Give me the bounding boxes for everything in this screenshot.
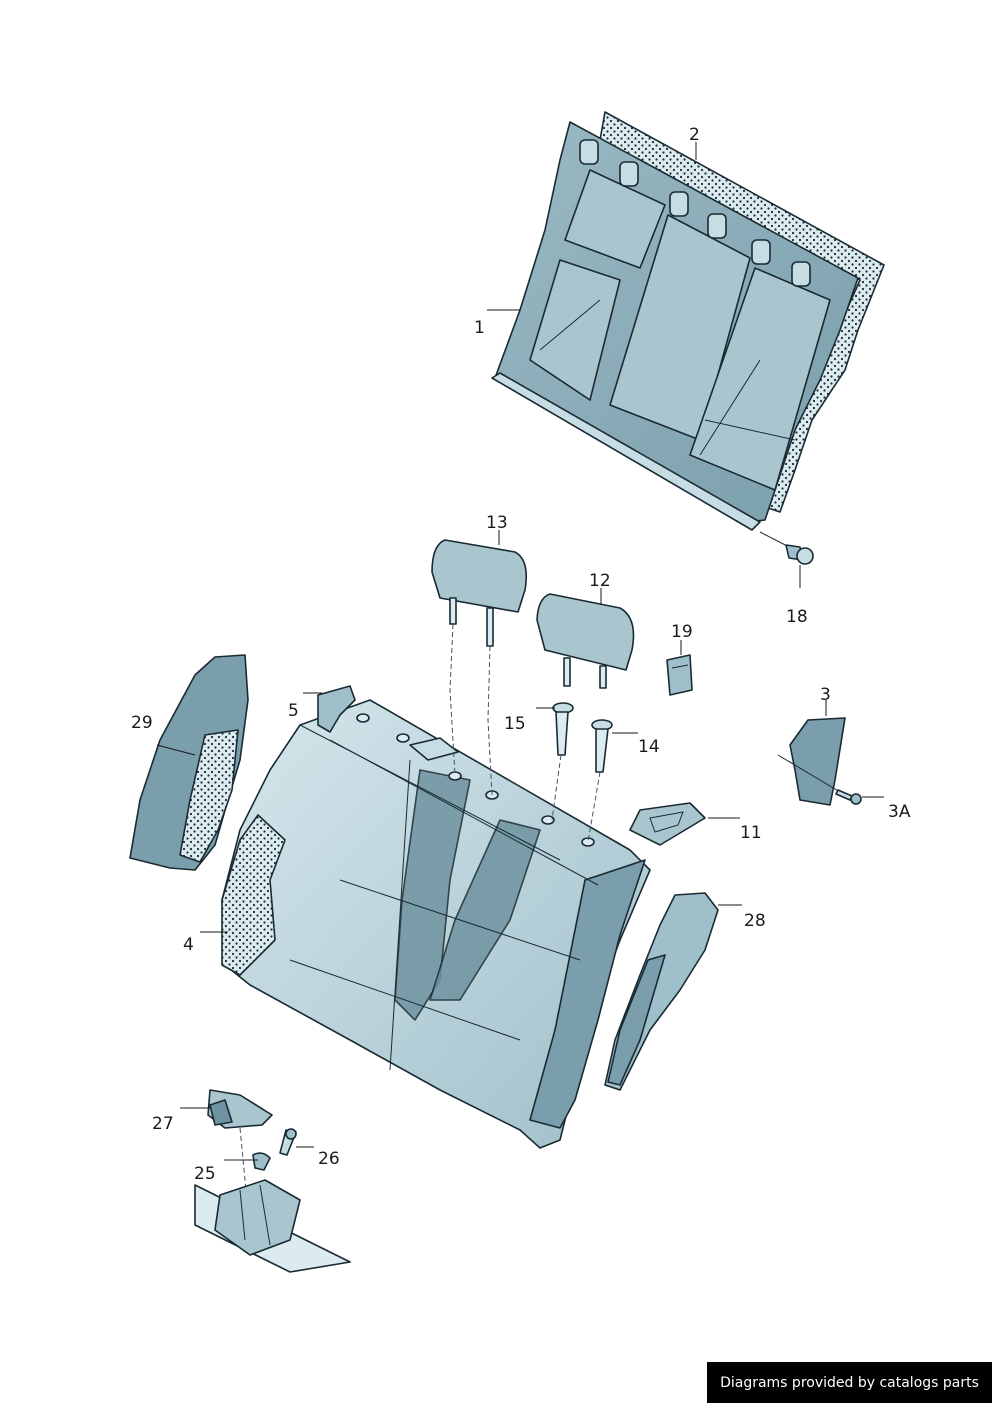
- callout-5: 5: [288, 701, 299, 721]
- callout-15: 15: [504, 714, 526, 734]
- callout-19: 19: [671, 622, 693, 642]
- callout-3A: 3A: [888, 802, 911, 822]
- backrest-frame-part-1: [491, 121, 859, 531]
- callout-12: 12: [589, 571, 611, 591]
- screw-part-26: [279, 1128, 297, 1156]
- clip-part-19: [666, 654, 693, 696]
- callout-3: 3: [820, 685, 831, 705]
- side-bolster-part-29: [129, 654, 249, 871]
- callout-27: 27: [152, 1114, 174, 1134]
- headrest-part-12: [536, 593, 635, 689]
- side-bolster-part-28: [604, 892, 719, 1091]
- clip-part-25: [252, 1152, 271, 1171]
- callout-28: 28: [744, 911, 766, 931]
- callout-14: 14: [638, 737, 660, 757]
- callout-labels: 2 1 3 3A 4 5 11 12 13 14 15 18 19 25 26 …: [131, 125, 911, 1184]
- backrest-cushion-part-4: [221, 699, 651, 1149]
- hinge-cover-part-27: [207, 1089, 273, 1191]
- callout-25: 25: [194, 1164, 216, 1184]
- diagram-credit-banner: Diagrams provided by catalogs parts: [707, 1362, 992, 1403]
- guide-sleeve-part-15: [551, 702, 574, 821]
- headrest-part-13: [431, 539, 528, 796]
- guide-sleeve-part-14: [587, 719, 613, 843]
- bolt-part-18: [759, 531, 814, 565]
- callout-1: 1: [474, 318, 485, 338]
- floor-bracket: [194, 1179, 351, 1273]
- leader-lines: [156, 142, 884, 1161]
- callout-29: 29: [131, 713, 153, 733]
- diagram-credit-text: Diagrams provided by catalogs parts: [720, 1374, 979, 1391]
- cover-part-11: [629, 802, 706, 846]
- callout-18: 18: [786, 607, 808, 627]
- rear-mat-part-2: [599, 111, 885, 513]
- callout-11: 11: [740, 823, 762, 843]
- callout-26: 26: [318, 1149, 340, 1169]
- callout-13: 13: [486, 513, 508, 533]
- screw-part-3A: [835, 789, 862, 805]
- hinge-bracket-part-3: [777, 717, 846, 806]
- side-trim-part-5: [317, 685, 356, 733]
- callout-4: 4: [183, 935, 194, 955]
- callout-2: 2: [689, 125, 700, 145]
